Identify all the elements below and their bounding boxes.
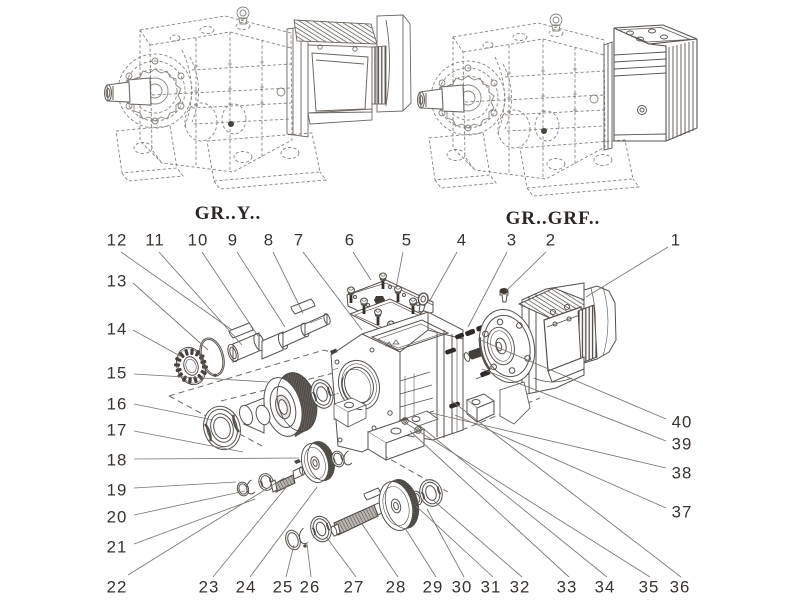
svg-text:10: 10 — [188, 231, 209, 250]
svg-text:7: 7 — [294, 231, 304, 250]
svg-text:25: 25 — [273, 578, 294, 597]
svg-text:GR..Y..: GR..Y.. — [195, 203, 261, 224]
svg-text:21: 21 — [107, 538, 128, 557]
svg-text:38: 38 — [672, 464, 693, 483]
svg-text:GR..GRF..: GR..GRF.. — [506, 208, 601, 229]
svg-text:32: 32 — [510, 578, 531, 597]
svg-text:19: 19 — [107, 481, 128, 500]
svg-text:12: 12 — [107, 231, 128, 250]
svg-text:26: 26 — [300, 578, 321, 597]
svg-text:34: 34 — [595, 578, 616, 597]
svg-text:3: 3 — [507, 231, 517, 250]
svg-text:27: 27 — [344, 578, 365, 597]
svg-text:31: 31 — [481, 578, 502, 597]
svg-text:15: 15 — [107, 364, 128, 383]
svg-text:36: 36 — [670, 578, 691, 597]
svg-text:11: 11 — [145, 231, 165, 250]
svg-text:4: 4 — [457, 231, 467, 250]
svg-text:17: 17 — [107, 421, 128, 440]
svg-text:33: 33 — [557, 578, 578, 597]
svg-text:29: 29 — [423, 578, 444, 597]
svg-text:14: 14 — [107, 320, 128, 339]
svg-text:40: 40 — [672, 413, 693, 432]
svg-text:2: 2 — [546, 231, 556, 250]
svg-text:23: 23 — [199, 578, 220, 597]
svg-text:30: 30 — [452, 578, 473, 597]
svg-text:9: 9 — [228, 231, 238, 250]
svg-text:22: 22 — [107, 578, 128, 597]
svg-text:16: 16 — [107, 395, 128, 414]
svg-text:18: 18 — [107, 451, 128, 470]
svg-text:28: 28 — [386, 578, 407, 597]
svg-text:20: 20 — [107, 508, 128, 527]
svg-text:35: 35 — [639, 578, 660, 597]
svg-text:37: 37 — [672, 503, 693, 522]
svg-text:6: 6 — [345, 231, 355, 250]
svg-text:39: 39 — [672, 435, 693, 454]
svg-text:13: 13 — [107, 272, 128, 291]
svg-text:8: 8 — [264, 231, 274, 250]
svg-text:1: 1 — [671, 231, 681, 250]
svg-text:5: 5 — [402, 231, 412, 250]
svg-text:24: 24 — [236, 578, 257, 597]
